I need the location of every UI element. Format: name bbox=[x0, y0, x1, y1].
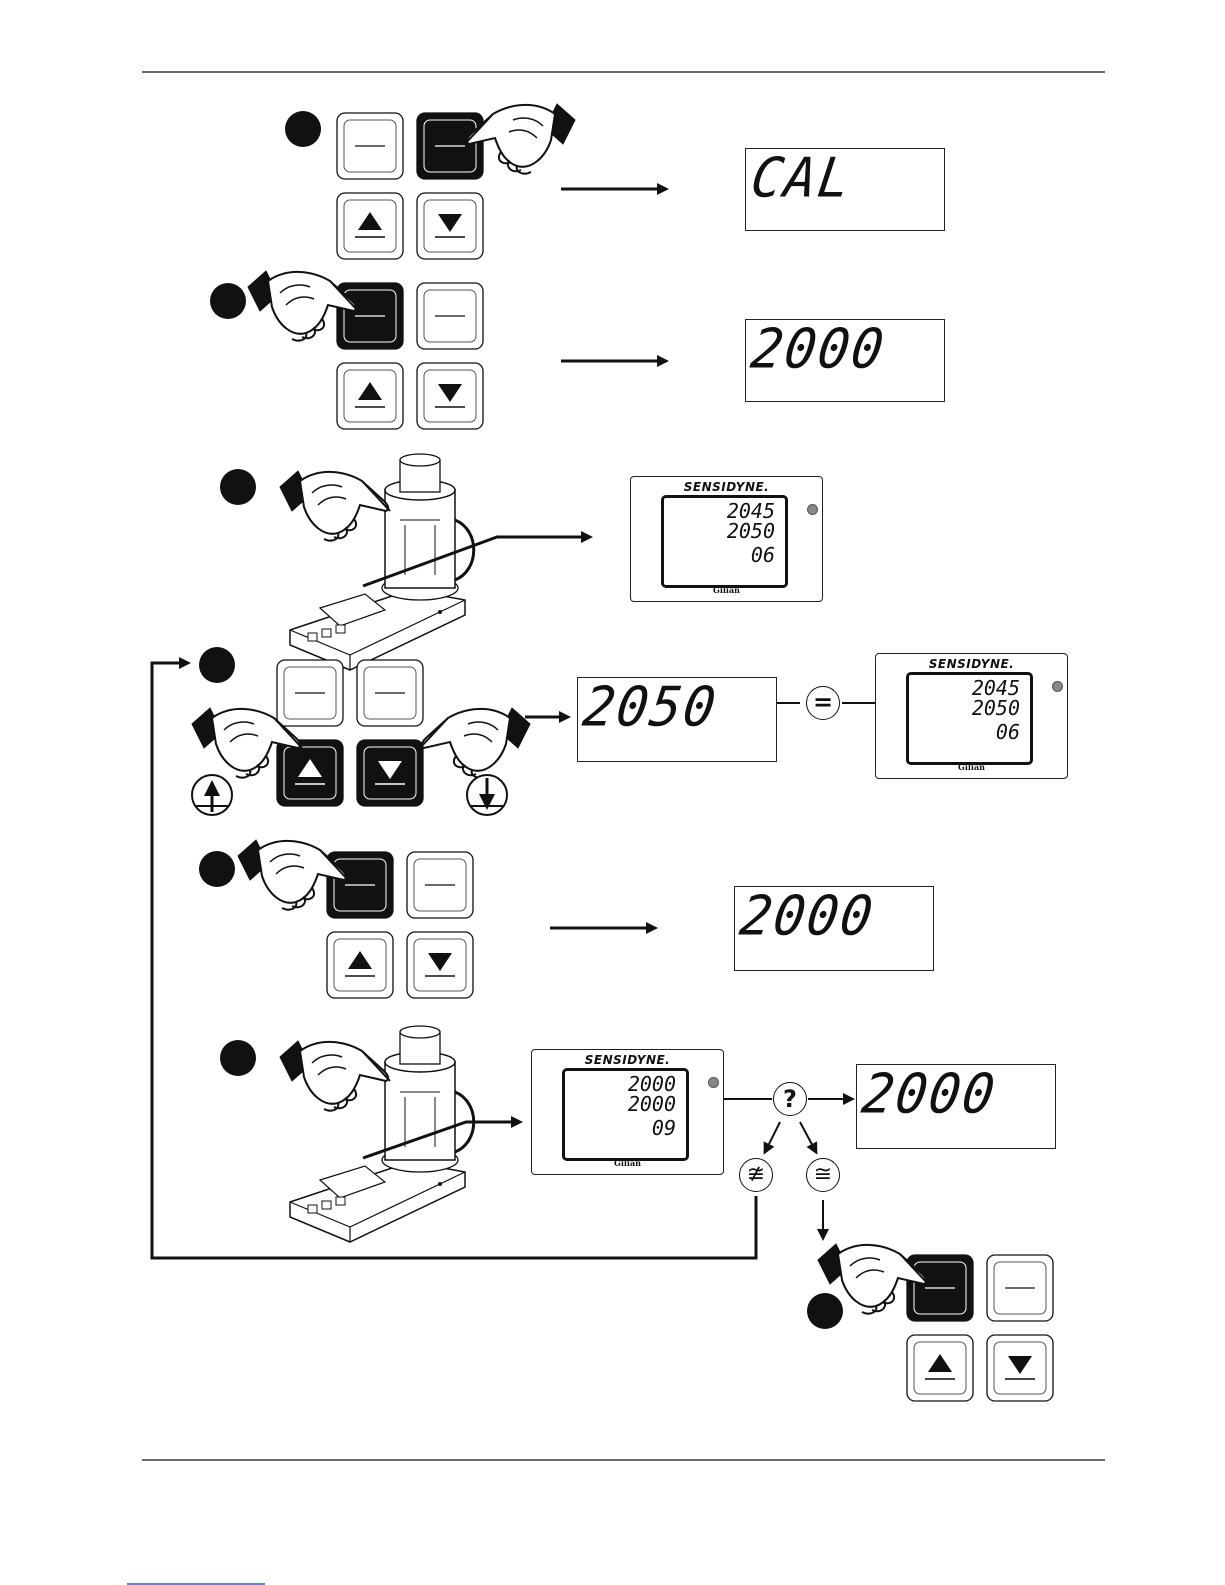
lcd-readout-text: 2000 bbox=[747, 318, 889, 381]
step-7-bullet bbox=[807, 1293, 843, 1329]
equals-symbol: = bbox=[806, 686, 840, 720]
calibrator-reading-1: 2000 bbox=[628, 1074, 676, 1094]
calibrator-display-3: SENSIDYNE. 2000 2000 09 Gilian bbox=[531, 1049, 724, 1175]
down-arrow-key[interactable] bbox=[417, 193, 483, 259]
keypad-step-7 bbox=[907, 1255, 1053, 1401]
down-arrow-key[interactable] bbox=[417, 363, 483, 429]
calibrator-reading-1: 2045 bbox=[972, 678, 1020, 698]
lcd-readout-verified: 2000 bbox=[856, 1064, 1056, 1149]
select-key[interactable] bbox=[987, 1255, 1053, 1321]
calibrator-reading-3: 06 bbox=[996, 722, 1020, 742]
step-5-bullet bbox=[199, 851, 235, 887]
calibrator-footer: Gilian bbox=[631, 585, 822, 595]
calibrator-display-1: SENSIDYNE. 2045 2050 06 Gilian bbox=[630, 476, 823, 602]
lcd-readout-text: 2000 bbox=[858, 1063, 1000, 1126]
up-arrow-key[interactable] bbox=[907, 1335, 973, 1401]
mode-key[interactable] bbox=[337, 113, 403, 179]
select-key[interactable] bbox=[357, 660, 423, 726]
calibrator-reading-2: 2050 bbox=[727, 521, 775, 541]
calibrator-led bbox=[1052, 681, 1063, 692]
select-key[interactable] bbox=[407, 852, 473, 918]
mode-key[interactable] bbox=[907, 1255, 973, 1321]
lcd-readout-confirmed: 2000 bbox=[734, 886, 934, 971]
up-arrow-key[interactable] bbox=[327, 932, 393, 998]
mode-key[interactable] bbox=[277, 660, 343, 726]
mode-key[interactable] bbox=[337, 283, 403, 349]
up-arrow-key[interactable] bbox=[337, 193, 403, 259]
calibrator-footer: Gilian bbox=[532, 1158, 723, 1168]
keypad-step-2 bbox=[337, 283, 483, 429]
calibrator-brand: SENSIDYNE. bbox=[532, 1053, 723, 1067]
decision-arrow-equal bbox=[800, 1122, 816, 1152]
calibrator-screen: 2045 2050 06 bbox=[906, 672, 1033, 765]
hand-pointer-step-3 bbox=[280, 471, 390, 541]
lcd-readout-adjusted: 2050 bbox=[577, 677, 777, 762]
calibrator-reading-3: 06 bbox=[751, 545, 775, 565]
calibrator-reading-1: 2045 bbox=[727, 501, 775, 521]
down-arrow-key[interactable] bbox=[407, 932, 473, 998]
approx-equal-symbol: ≅ bbox=[806, 1158, 840, 1192]
step-3-bullet bbox=[220, 469, 256, 505]
calibrator-screen: 2045 2050 06 bbox=[661, 495, 788, 588]
decision-arrow-not-equal bbox=[765, 1122, 780, 1152]
calibrator-brand: SENSIDYNE. bbox=[631, 480, 822, 494]
keypad-step-5 bbox=[327, 852, 473, 998]
select-key[interactable] bbox=[417, 113, 483, 179]
up-arrow-key[interactable] bbox=[337, 363, 403, 429]
up-arrow-key[interactable] bbox=[277, 740, 343, 806]
keypad-step-1 bbox=[337, 113, 483, 259]
calibrator-brand: SENSIDYNE. bbox=[876, 657, 1067, 671]
hand-pointer-step-4-right bbox=[420, 708, 530, 778]
lcd-readout-text: 2050 bbox=[579, 676, 721, 739]
down-arrow-key[interactable] bbox=[987, 1335, 1053, 1401]
lcd-readout-text: CAL bbox=[747, 147, 856, 210]
calibrator-led bbox=[807, 504, 818, 515]
calibrator-footer: Gilian bbox=[876, 762, 1067, 772]
not-equal-symbol: ≇ bbox=[739, 1158, 773, 1192]
calibrator-reading-2: 2000 bbox=[628, 1094, 676, 1114]
mode-key[interactable] bbox=[327, 852, 393, 918]
hand-pointer-step-6 bbox=[280, 1041, 390, 1111]
step-2-bullet bbox=[210, 283, 246, 319]
step-4-bullet bbox=[199, 647, 235, 683]
select-key[interactable] bbox=[417, 283, 483, 349]
calibrator-display-2: SENSIDYNE. 2045 2050 06 Gilian bbox=[875, 653, 1068, 779]
calibrator-reading-3: 09 bbox=[652, 1118, 676, 1138]
question-symbol: ? bbox=[773, 1082, 807, 1116]
calibrator-screen: 2000 2000 09 bbox=[562, 1068, 689, 1161]
lcd-readout-text: 2000 bbox=[736, 885, 878, 948]
calibrator-reading-2: 2050 bbox=[972, 698, 1020, 718]
down-arrow-key[interactable] bbox=[357, 740, 423, 806]
calibrator-led bbox=[708, 1077, 719, 1088]
lcd-readout-setpoint: 2000 bbox=[745, 319, 945, 402]
step-6-bullet bbox=[220, 1040, 256, 1076]
step-1-bullet bbox=[285, 111, 321, 147]
lcd-readout-cal: CAL bbox=[745, 148, 945, 231]
